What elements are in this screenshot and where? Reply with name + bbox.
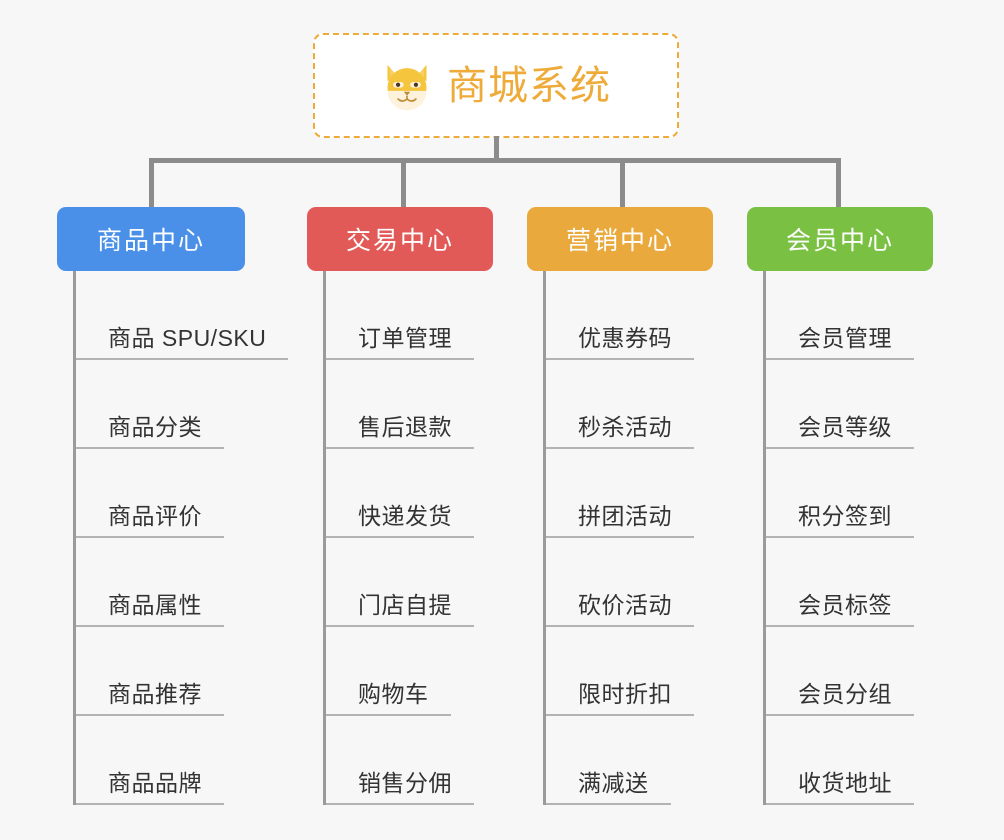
list-item[interactable]: 订单管理 (326, 271, 493, 360)
leaf-underline (326, 714, 451, 716)
list-item[interactable]: 会员等级 (766, 360, 933, 449)
branch-member-center: 会员中心 会员管理 会员等级 积分签到 会员标签 会员分组 (747, 207, 933, 805)
branch-body-4: 会员管理 会员等级 积分签到 会员标签 会员分组 收货地址 (763, 271, 933, 805)
list-item[interactable]: 商品品牌 (76, 716, 266, 805)
connector-horizontal-bus (149, 158, 840, 163)
leaf-underline (766, 625, 914, 627)
leaf-label: 拼团活动 (578, 503, 672, 529)
leaf-underline (546, 803, 671, 805)
leaf-underline (546, 447, 694, 449)
leaf-label: 会员等级 (798, 414, 892, 440)
leaf-label: 收货地址 (798, 770, 892, 796)
leaf-label: 商品分类 (108, 414, 202, 440)
leaf-label: 快递发货 (358, 503, 452, 529)
branch-product-center: 商品中心 商品 SPU/SKU 商品分类 商品评价 商品属性 商品推荐 (57, 207, 288, 805)
leaf-underline (326, 803, 474, 805)
list-item[interactable]: 购物车 (326, 627, 493, 716)
root-node[interactable]: 商城系统 (313, 33, 679, 138)
list-item[interactable]: 会员管理 (766, 271, 933, 360)
branch-body-1: 商品 SPU/SKU 商品分类 商品评价 商品属性 商品推荐 商品品牌 (73, 271, 288, 805)
list-item[interactable]: 收货地址 (766, 716, 933, 805)
list-item[interactable]: 售后退款 (326, 360, 493, 449)
branch-trade-center: 交易中心 订单管理 售后退款 快递发货 门店自提 购物车 (307, 207, 493, 805)
leaf-label: 积分签到 (798, 503, 892, 529)
leaf-label: 商品品牌 (108, 770, 202, 796)
branch-header-1[interactable]: 商品中心 (57, 207, 245, 271)
branch-header-label-2: 交易中心 (345, 227, 454, 255)
branch-header-4[interactable]: 会员中心 (747, 207, 933, 271)
leaf-underline (766, 447, 914, 449)
list-item[interactable]: 会员分组 (766, 627, 933, 716)
leaf-label: 商品属性 (108, 592, 202, 618)
leaf-underline (76, 358, 288, 360)
list-item[interactable]: 快递发货 (326, 449, 493, 538)
leaf-label: 商品推荐 (108, 681, 202, 707)
leaf-label: 优惠券码 (578, 325, 672, 351)
list-item[interactable]: 满减送 (546, 716, 713, 805)
connector-drop-3 (620, 158, 625, 208)
leaf-label: 会员管理 (798, 325, 892, 351)
leaf-underline (546, 358, 694, 360)
leaf-underline (326, 358, 474, 360)
list-item[interactable]: 商品 SPU/SKU (76, 271, 288, 360)
connector-drop-2 (401, 158, 406, 208)
branch-header-label-1: 商品中心 (96, 227, 205, 255)
list-item[interactable]: 商品推荐 (76, 627, 266, 716)
leaf-underline (76, 714, 224, 716)
leaf-underline (326, 536, 474, 538)
list-item[interactable]: 砍价活动 (546, 538, 713, 627)
connector-root-stem (494, 136, 499, 162)
branch-header-label-4: 会员中心 (785, 227, 894, 255)
list-item[interactable]: 销售分佣 (326, 716, 493, 805)
leaf-underline (76, 803, 224, 805)
list-item[interactable]: 商品属性 (76, 538, 266, 627)
list-item[interactable]: 商品分类 (76, 360, 266, 449)
leaf-label: 会员标签 (798, 592, 892, 618)
list-item[interactable]: 拼团活动 (546, 449, 713, 538)
list-item[interactable]: 商品评价 (76, 449, 266, 538)
leaf-underline (546, 714, 694, 716)
leaf-underline (766, 714, 914, 716)
leaf-label: 门店自提 (358, 592, 452, 618)
branch-marketing-center: 营销中心 优惠券码 秒杀活动 拼团活动 砍价活动 限时折扣 (527, 207, 713, 805)
leaf-label: 砍价活动 (578, 592, 672, 618)
list-item[interactable]: 积分签到 (766, 449, 933, 538)
shiba-dog-face-icon (381, 60, 433, 112)
list-item[interactable]: 限时折扣 (546, 627, 713, 716)
leaf-underline (546, 625, 694, 627)
connector-drop-4 (836, 158, 841, 208)
leaf-label: 商品评价 (108, 503, 202, 529)
list-item[interactable]: 门店自提 (326, 538, 493, 627)
leaf-label: 销售分佣 (358, 770, 452, 796)
list-item[interactable]: 会员标签 (766, 538, 933, 627)
leaf-underline (76, 536, 224, 538)
branch-header-label-3: 营销中心 (565, 227, 674, 255)
leaf-label: 限时折扣 (578, 681, 672, 707)
leaf-label: 售后退款 (358, 414, 452, 440)
list-item[interactable]: 秒杀活动 (546, 360, 713, 449)
leaf-underline (76, 625, 224, 627)
branch-body-2: 订单管理 售后退款 快递发货 门店自提 购物车 销售分佣 (323, 271, 493, 805)
leaf-label: 商品 SPU/SKU (108, 325, 267, 351)
leaf-label: 订单管理 (358, 325, 452, 351)
branch-header-2[interactable]: 交易中心 (307, 207, 493, 271)
connector-drop-1 (149, 158, 154, 208)
branch-header-3[interactable]: 营销中心 (527, 207, 713, 271)
leaf-label: 满减送 (578, 770, 649, 796)
list-item[interactable]: 优惠券码 (546, 271, 713, 360)
leaf-label: 秒杀活动 (578, 414, 672, 440)
leaf-label: 会员分组 (798, 681, 892, 707)
branch-body-3: 优惠券码 秒杀活动 拼团活动 砍价活动 限时折扣 满减送 (543, 271, 713, 805)
root-title: 商城系统 (447, 63, 611, 108)
leaf-underline (766, 803, 914, 805)
leaf-underline (766, 358, 914, 360)
leaf-underline (546, 536, 694, 538)
leaf-underline (766, 536, 914, 538)
leaf-underline (326, 447, 474, 449)
leaf-underline (76, 447, 224, 449)
leaf-label: 购物车 (358, 681, 429, 707)
leaf-underline (326, 625, 474, 627)
